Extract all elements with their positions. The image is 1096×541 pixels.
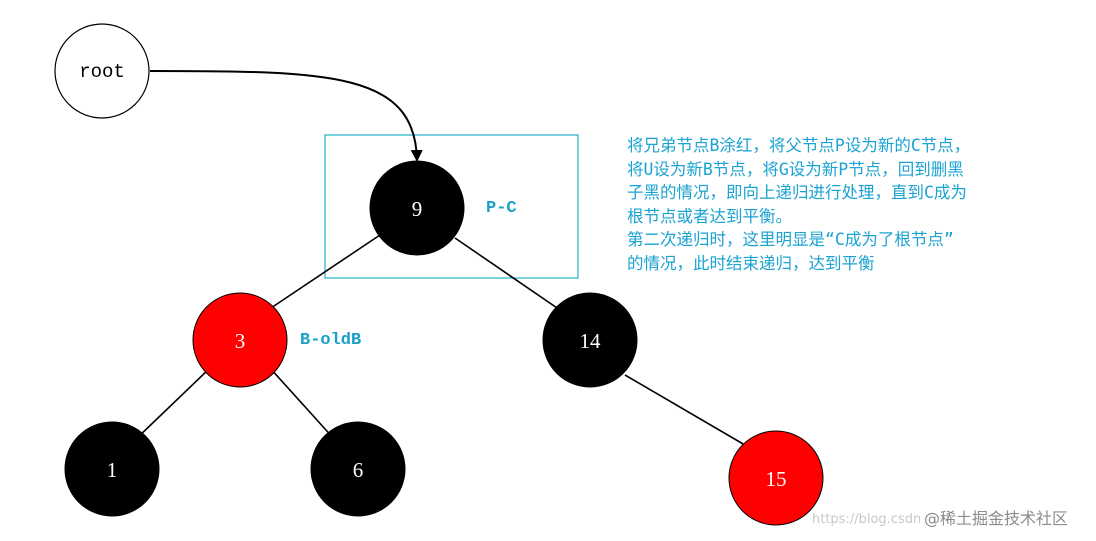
- watermark: https://blog.csdn.net/qq_44779115 @稀土掘金技…: [812, 504, 1092, 534]
- explanation-text: 将兄弟节点B涂红，将父节点P设为新的C节点， 将U设为新B节点，将G设为新P节点…: [627, 134, 1087, 275]
- edge-14-15: [624, 374, 751, 449]
- node-circle: [728, 430, 824, 526]
- node-circle: [64, 421, 160, 517]
- watermark-brand: @稀土掘金技术社区: [920, 505, 1073, 529]
- node-label: 9: [412, 197, 423, 221]
- tree-node-6: 6: [310, 421, 406, 517]
- root-node-label: root: [79, 61, 125, 83]
- root-node: root: [54, 23, 150, 119]
- node-circle: [542, 292, 638, 388]
- node-circle: [192, 292, 288, 388]
- root-arrow: [149, 70, 423, 162]
- tree-node-3: 3: [192, 292, 288, 388]
- node-label: 6: [353, 458, 364, 482]
- node-circle: [310, 421, 406, 517]
- explanation-line: 根节点或者达到平衡。: [627, 206, 792, 226]
- node-circle: [369, 160, 465, 256]
- tree-node-15: 15: [728, 430, 824, 526]
- edge-3-1: [134, 367, 211, 441]
- tree-node-14: 14: [542, 292, 638, 388]
- edge-9-14: [454, 237, 561, 311]
- explanation-line: 的情况，此时结束递归，达到平衡: [627, 253, 875, 273]
- tree-node-9: 9: [369, 160, 465, 256]
- tree-node-1: 1: [64, 421, 160, 517]
- explanation-line: 将兄弟节点B涂红，将父节点P设为新的C节点，: [627, 136, 971, 155]
- node-label: 14: [580, 329, 602, 353]
- tag-p-c: P-C: [486, 199, 517, 218]
- tag-b-oldb: B-oldB: [300, 331, 361, 350]
- edge-3-6: [269, 367, 336, 441]
- highlight-box: [324, 134, 579, 279]
- explanation-line: 第二次递归时，这里明显是“C成为了根节点”: [627, 230, 954, 249]
- explanation-line: 将U设为新B节点，将G设为新P节点，回到删黑: [627, 159, 964, 179]
- node-label: 1: [107, 458, 118, 482]
- explanation-line: 子黑的情况，即向上递归进行处理，直到C成为: [627, 183, 967, 202]
- node-label: 3: [235, 329, 246, 353]
- node-label: 15: [766, 467, 787, 491]
- edge-9-3: [267, 234, 381, 311]
